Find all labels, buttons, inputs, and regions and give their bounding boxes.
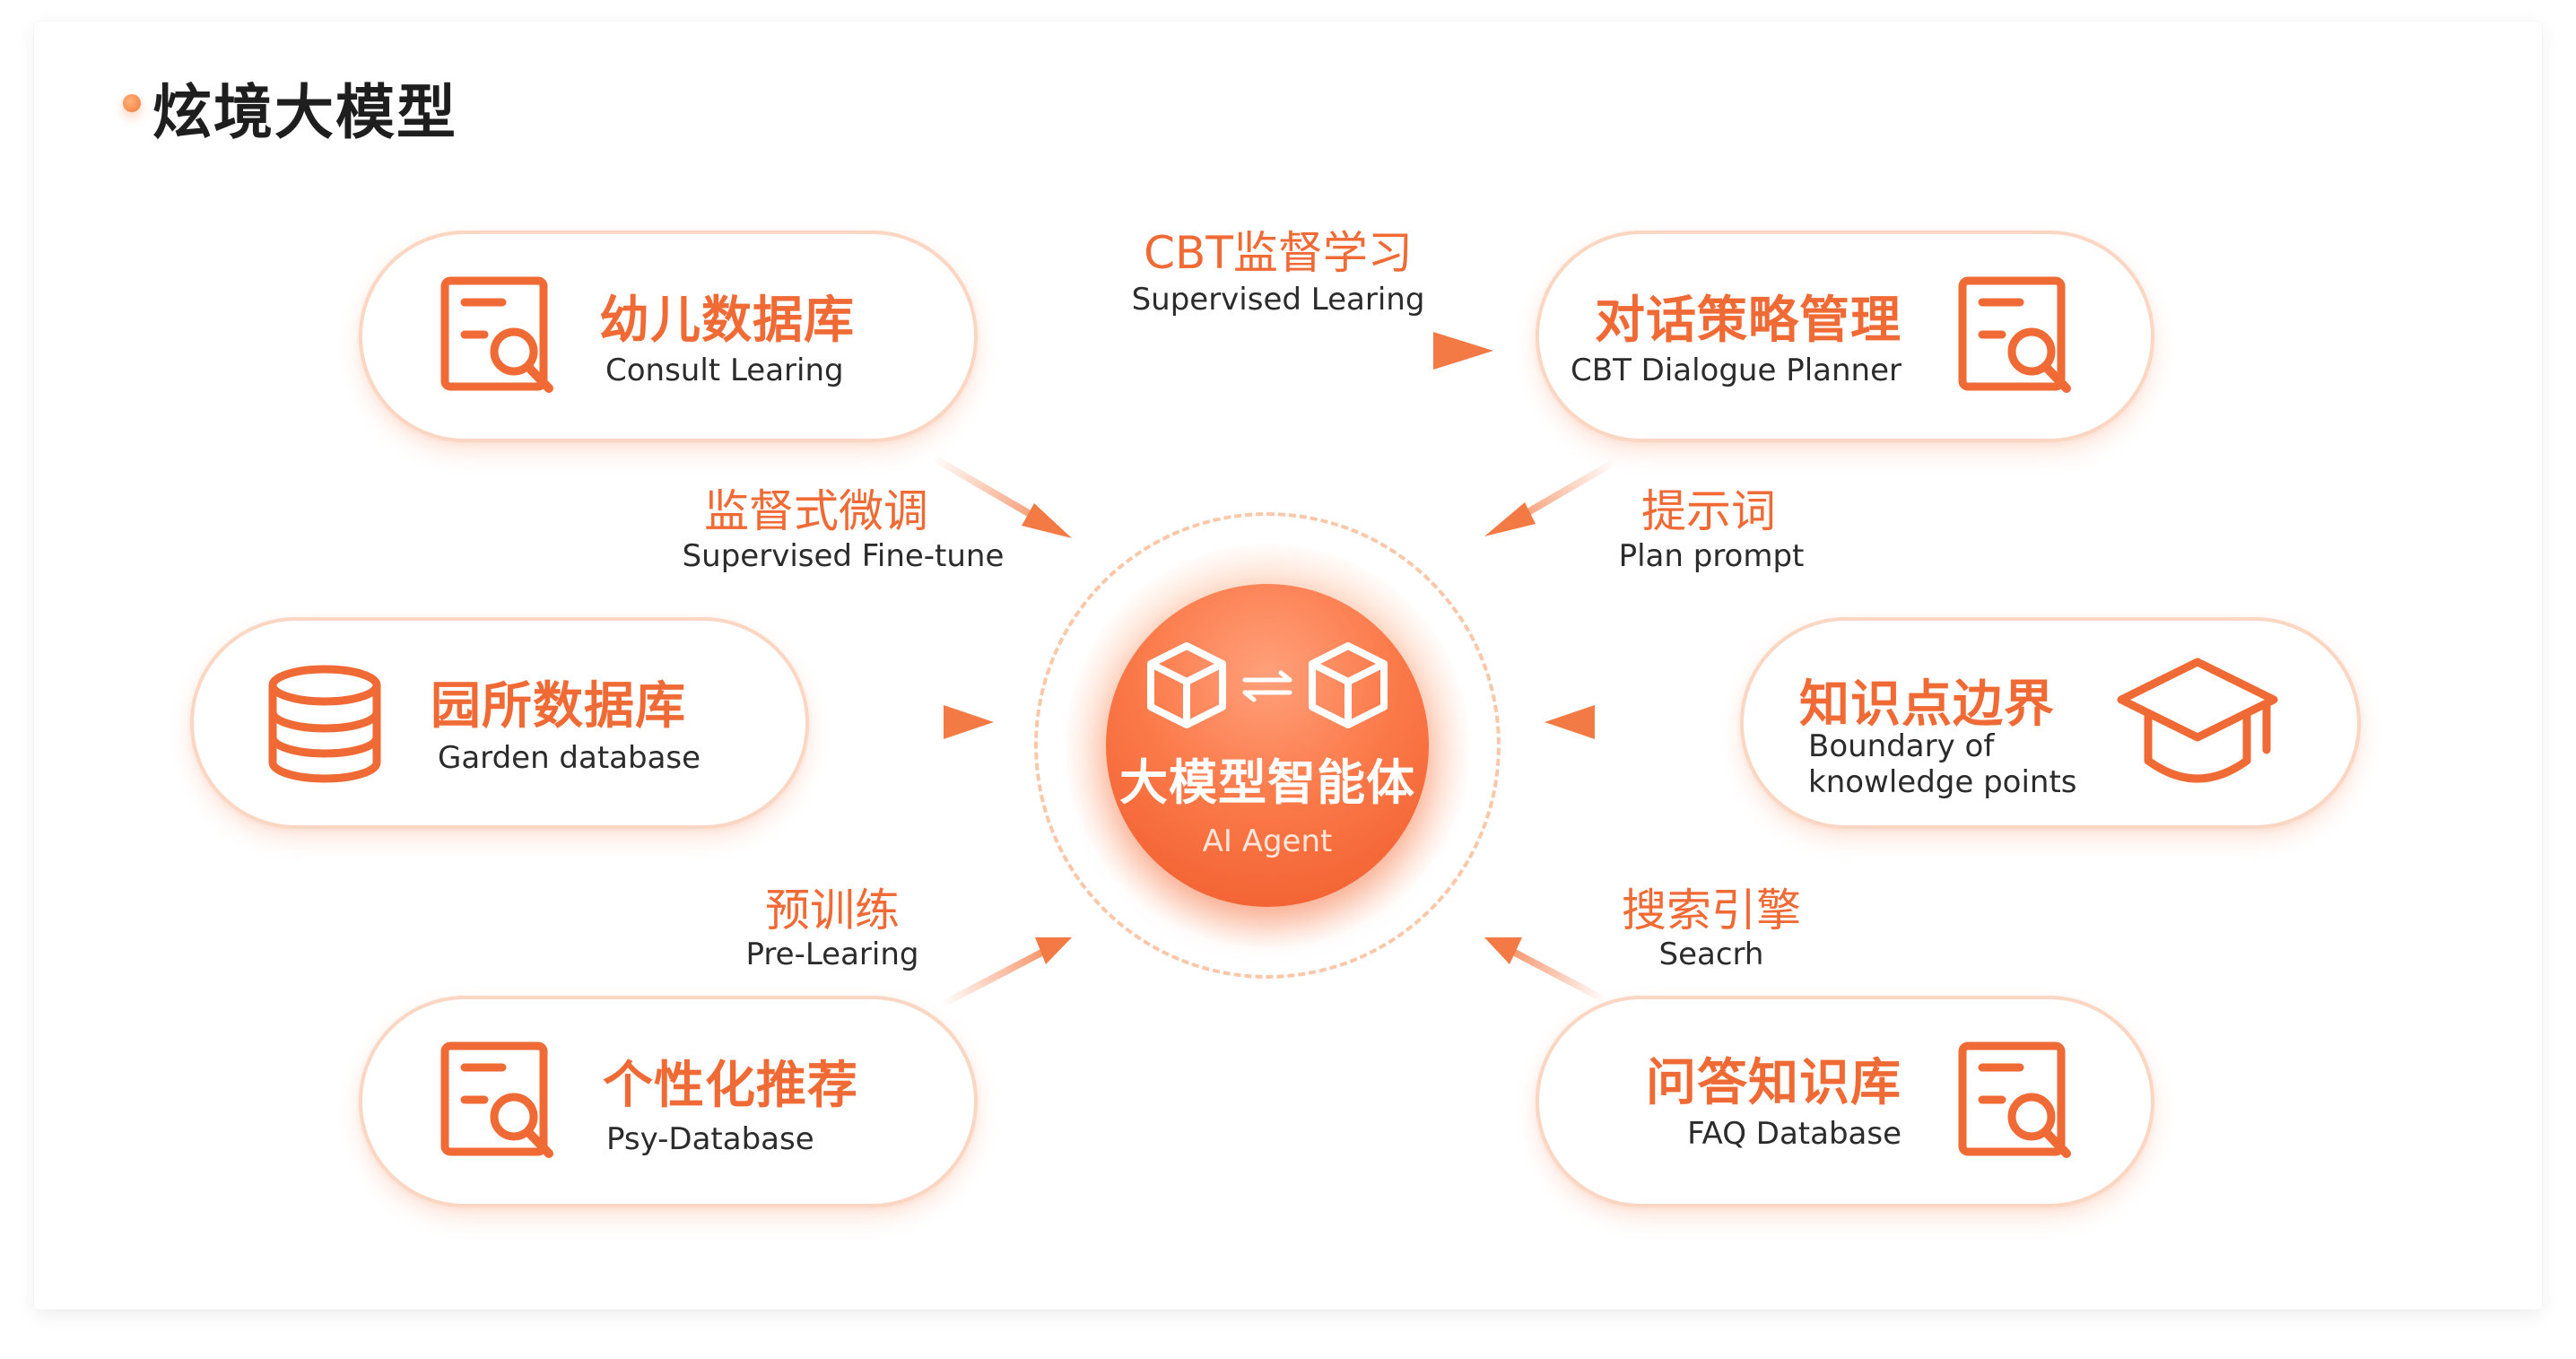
node-garden-database-subtitle: Garden database [438, 740, 701, 776]
node-knowledge-boundary-subtitle-line1: Boundary of [1808, 728, 1995, 764]
node-kids-database-subtitle: Consult Learing [605, 353, 844, 388]
arrow-garden [803, 705, 994, 739]
edge-cbt-sublabel: Supervised Learing [1131, 282, 1425, 318]
edge-finetune-label: 监督式微调 [704, 485, 928, 537]
hub-subtitle: AI Agent [1202, 823, 1333, 859]
arrow-cbt [1040, 332, 1493, 370]
node-knowledge-boundary-title: 知识点边界 [1799, 675, 2055, 734]
document-search-icon [1958, 276, 2071, 393]
graduation-cap-icon [2117, 658, 2278, 783]
edge-prompt-sublabel: Plan prompt [1618, 538, 1805, 574]
edge-search-label: 搜索引擎 [1622, 884, 1801, 936]
title-bullet [123, 94, 141, 112]
hub-ai-agent [1106, 584, 1429, 907]
document-search-icon [440, 1041, 553, 1158]
document-search-icon [440, 276, 553, 393]
hub-dashed-ring [1034, 512, 1501, 979]
arrow-pretrain [940, 937, 1072, 1008]
edge-search-sublabel: Seacrh [1658, 936, 1764, 972]
edge-finetune-sublabel: Supervised Fine-tune [682, 538, 1005, 574]
edge-cbt-label: CBT监督学习 [1144, 227, 1413, 279]
edge-pretrain-label: 预训练 [765, 884, 900, 936]
node-garden-database-title: 园所数据库 [431, 677, 686, 736]
node-psy-database-title: 个性化推荐 [603, 1057, 858, 1115]
edge-pretrain-sublabel: Pre-Learing [745, 936, 919, 972]
node-knowledge-boundary [1740, 617, 2361, 829]
node-psy-database-subtitle: Psy-Database [606, 1121, 814, 1157]
hub-title: 大模型智能体 [1119, 754, 1415, 811]
cube-exchange-icon [1147, 642, 1388, 728]
arrow-finetune [930, 454, 1072, 538]
node-kids-database-title: 幼儿数据库 [599, 292, 855, 350]
node-dialogue-planner-title: 对话策略管理 [1595, 292, 1902, 350]
node-knowledge-boundary-subtitle-line2: knowledge points [1808, 764, 2077, 800]
edge-prompt-label: 提示词 [1641, 485, 1776, 537]
node-faq-database [1536, 996, 2154, 1207]
arrow-prompt [1484, 458, 1617, 536]
database-icon [268, 665, 381, 783]
document-search-icon [1958, 1041, 2071, 1158]
node-dialogue-planner-subtitle: CBT Dialogue Planner [1571, 353, 1902, 388]
arrow-knowledge [1545, 705, 1742, 739]
arrow-search [1484, 937, 1607, 1004]
node-faq-database-title: 问答知识库 [1646, 1054, 1902, 1112]
page-title: 炫境大模型 [152, 78, 457, 147]
node-faq-database-subtitle: FAQ Database [1687, 1116, 1902, 1152]
node-dialogue-planner [1536, 231, 2154, 442]
